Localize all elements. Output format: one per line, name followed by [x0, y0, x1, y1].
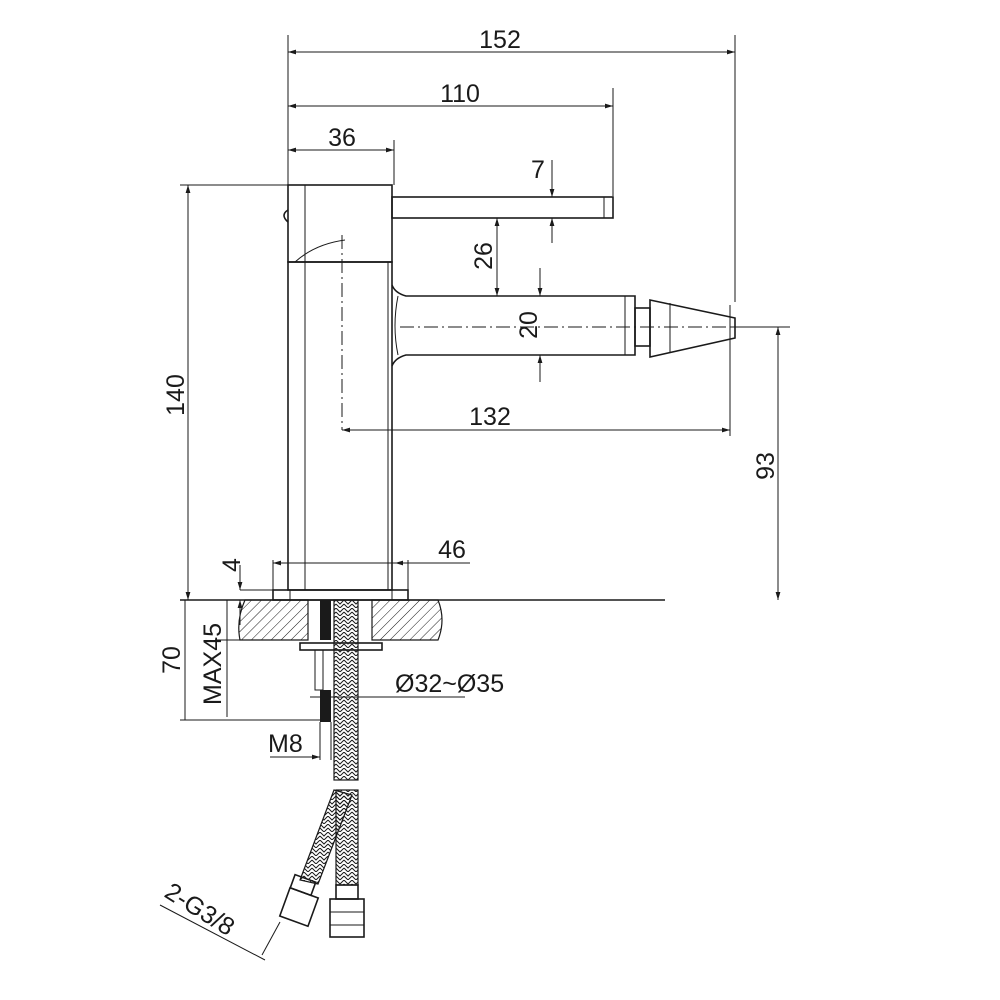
dim-max-counter-thickness: MAX45 — [199, 623, 227, 705]
dim-spout-height: 20 — [515, 311, 543, 339]
dim-lever-thickness: 7 — [531, 156, 545, 184]
dim-lever-reach: 110 — [440, 80, 480, 108]
countertop-section — [180, 599, 665, 760]
dim-hose-connection: 2-G3/8 — [160, 877, 240, 941]
dim-base-diameter: 46 — [438, 536, 466, 564]
dim-body-width: 36 — [328, 124, 356, 152]
dim-spout-outlet-height: 93 — [752, 452, 780, 480]
dim-hole-diameter: Ø32~Ø35 — [395, 670, 504, 698]
dimension-lines — [159, 49, 781, 961]
dim-below-counter: 70 — [158, 646, 186, 674]
dim-overall-width: 152 — [479, 26, 521, 54]
faucet-body — [272, 184, 790, 601]
dim-spout-reach: 132 — [469, 403, 511, 431]
flexible-hoses — [278, 599, 365, 938]
dim-lever-to-spout: 26 — [470, 242, 498, 270]
hose-connector-left — [278, 873, 320, 928]
hose-connector-right — [329, 884, 365, 938]
dim-overall-height: 140 — [162, 374, 190, 416]
dim-base-thickness: 4 — [218, 558, 246, 572]
dim-stud-thread: M8 — [268, 730, 303, 758]
